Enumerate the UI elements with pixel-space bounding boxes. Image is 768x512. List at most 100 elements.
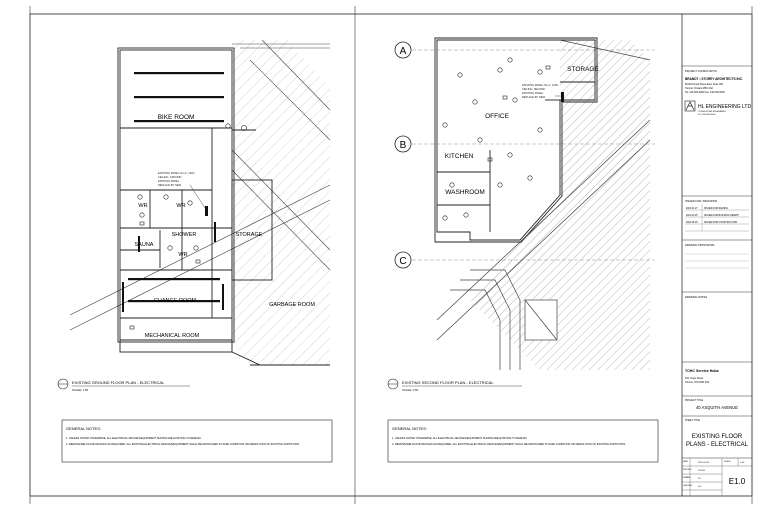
- device-symbol: [537, 69, 543, 75]
- gridline-bubbles: A B C: [394, 41, 412, 269]
- revision-desc-1: ISSUED FOR REVIEW: [704, 208, 729, 210]
- project-title-label: PROJECT TITLE: [685, 399, 704, 402]
- electrical-panel: [205, 206, 208, 216]
- revision-date-2: 2021.03.25: [686, 215, 698, 217]
- revision-desc-3: ISSUED FOR CONSTRUCTION: [704, 222, 738, 224]
- engineer-line-2: Tel: 000.000.0000: [698, 114, 716, 116]
- revision-desc-2: ISSUED FOR BUILDING PERMIT: [704, 215, 739, 217]
- project-title: 40 ASQUITH AVENUE: [696, 405, 738, 410]
- sheet-number: E1.0: [729, 477, 746, 486]
- title-block: PROJECT CONSULTANTS BRANDT • STOREY ARCH…: [682, 65, 752, 496]
- meta-scale-label: SCALE: [724, 460, 731, 463]
- meta-scale-value: 1:50: [740, 462, 745, 464]
- room-label-wr3: WR: [178, 252, 187, 258]
- right-floor-plan: A B C: [387, 37, 659, 463]
- meta-checked-label: CHECKED: [683, 485, 693, 487]
- device-symbol: [537, 127, 543, 133]
- linear-light-fixture: [134, 72, 224, 75]
- device-symbol: [139, 221, 145, 226]
- linear-light-fixture: [128, 278, 220, 281]
- general-note-1: 1. UNLESS NOTED OTHERWISE, ALL ELECTRICA…: [66, 436, 202, 440]
- linear-light-fixture: [128, 300, 220, 303]
- general-notes-box: [61, 419, 333, 463]
- plan-scale-ground: SCALE: 1:50: [72, 388, 89, 392]
- architect-line-1: 99 Richmond Street East, Suite 000: [685, 83, 724, 86]
- sheet-title-label: SHEET TITLE: [685, 419, 700, 422]
- client-line-2: Toronto, ON M4W 2H2: [685, 381, 710, 384]
- room-label-storage: STORAGE: [236, 232, 263, 238]
- revision-date-1: 2021.01.27: [686, 208, 698, 210]
- device-symbol: [139, 212, 145, 218]
- revision-date-3: 2021.05.26: [686, 222, 698, 224]
- device-symbol: [163, 194, 169, 200]
- room-label-bike: BIKE ROOM: [158, 114, 195, 121]
- device-symbol: [241, 125, 247, 131]
- meta-drawn-value: F.L.: [698, 478, 702, 480]
- device-symbol: [193, 245, 199, 251]
- room-label-sauna: SAUNA: [135, 242, 154, 248]
- meta-date-value: 2021.05.26: [698, 462, 710, 464]
- panel-note-ground: EXISTING PANEL 'G1-A', 120V, CEILING, GR…: [158, 171, 195, 187]
- device-symbol: [442, 122, 448, 128]
- linear-light-fixture: [214, 222, 216, 242]
- room-label-mechanical: MECHANICAL ROOM: [145, 333, 200, 339]
- device-symbol: [527, 175, 533, 181]
- svg-text:CEILING, SECOND: CEILING, SECOND: [522, 87, 545, 91]
- svg-text:EXISTING PANEL: EXISTING PANEL: [522, 91, 544, 95]
- client-line-1: 931 Yonge Street: [685, 377, 704, 380]
- svg-text:EXISTING PANEL: EXISTING PANEL: [158, 179, 180, 183]
- sheet-title-line-1: EXISTING FLOOR: [692, 434, 743, 440]
- general-notes-box: [387, 419, 659, 463]
- linear-light-fixture: [134, 96, 224, 99]
- room-label-office: OFFICE: [485, 113, 509, 120]
- general-note-2: 2. REMOVE/RELOCATE DEVICES AS REQUIRED. …: [66, 442, 300, 446]
- room-label-wr2: WR: [176, 203, 185, 209]
- device-symbol: [477, 137, 483, 143]
- room-label-wr1: WR: [138, 203, 147, 209]
- sheet-border: [29, 13, 753, 497]
- linear-light-fixture: [122, 282, 124, 312]
- device-symbol: [512, 97, 518, 103]
- plan-title-ground: EXISTING GROUND FLOOR PLAN - ELECTRICAL: [72, 380, 165, 385]
- device-symbol: [442, 215, 448, 221]
- device-symbol: [137, 194, 143, 200]
- architect-line-3: Tel: 416.000.0000 Fax: 416.000.0000: [685, 91, 725, 94]
- architect-line-2: Toronto, Ontario M5C 0A0: [685, 87, 713, 90]
- room-label-change: CHANGE ROOM: [154, 298, 197, 304]
- drawing-notes-label: DRAWING NOTES: [685, 295, 707, 299]
- device-symbol: [507, 152, 513, 158]
- meta-drawn-label: DRAWN: [683, 476, 691, 479]
- device-symbol: [472, 99, 478, 105]
- general-notes-title: GENERAL NOTES:: [66, 426, 101, 431]
- device-symbol: [507, 57, 513, 63]
- panel-note-second: EXISTING PANEL 'S1-A', 120V, CEILING, SE…: [522, 83, 559, 99]
- meta-date-label: DATE: [683, 460, 689, 463]
- electrical-panel: [561, 92, 564, 102]
- device-symbol: [195, 259, 201, 264]
- device-symbol: [463, 212, 469, 218]
- room-label-kitchen: KITCHEN: [445, 153, 474, 160]
- engineer-name: HL ENGINEERING LTD: [698, 104, 751, 110]
- meta-project-value: 20-003: [698, 470, 706, 472]
- device-symbol: [449, 182, 455, 188]
- linear-light-fixture: [138, 236, 140, 252]
- sheet-title-line-2: PLANS - ELECTRICAL: [686, 442, 749, 448]
- svg-text:EXISTING PANEL 'G1-A', 120V,: EXISTING PANEL 'G1-A', 120V,: [158, 171, 195, 175]
- drawing-provisions-label: DRAWING PROVISIONS: [685, 243, 715, 247]
- device-symbol: [225, 123, 231, 129]
- device-symbol: [502, 95, 508, 100]
- architect-name: BRANDT • STOREY ARCHITECTS INC.: [685, 77, 743, 81]
- device-symbol: [487, 157, 493, 162]
- left-floor-plan: BIKE ROOM WR WR SHOWER SAUNA WR STORAGE …: [57, 39, 333, 463]
- svg-text:REPLACE BY NEW: REPLACE BY NEW: [522, 95, 546, 99]
- device-symbol: [545, 65, 551, 70]
- device-symbol: [457, 72, 463, 78]
- room-label-storage-2: STORAGE: [567, 66, 599, 73]
- engineer-logo-icon: [684, 100, 696, 112]
- device-symbol: [497, 182, 503, 188]
- consultants-label: PROJECT CONSULTANTS: [685, 69, 717, 73]
- general-note-1: 1. UNLESS NOTED OTHERWISE, ALL ELECTRICA…: [392, 436, 528, 440]
- device-symbol: [167, 245, 173, 251]
- gridline-label-a: A: [400, 46, 407, 57]
